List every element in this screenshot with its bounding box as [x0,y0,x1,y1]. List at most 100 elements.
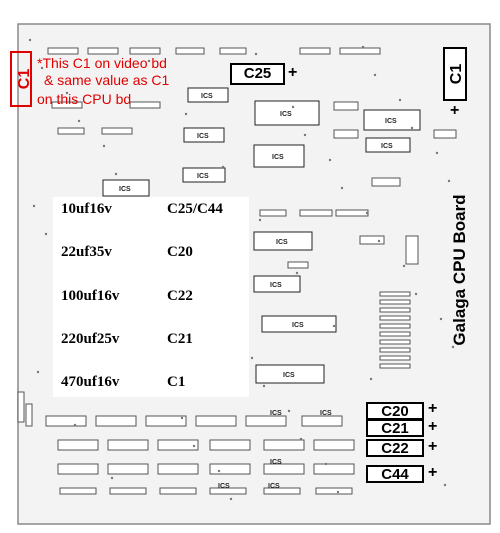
pad [299,437,303,441]
cap-c22-plus: + [428,438,438,455]
pad [184,112,188,116]
ic-chip-label: ICS [276,239,288,246]
ic-chip [183,127,225,143]
ic-chip-label: ICS [268,483,280,490]
pad [435,151,439,155]
cap-c44-box: C44 [366,465,424,483]
ic-chip [255,364,325,384]
pad [295,271,299,275]
small-part [209,439,251,451]
cap-c21-label: C21 [381,420,409,437]
small-part [299,209,333,217]
ic-chip-label: ICS [197,173,209,180]
pad [114,172,118,176]
small-part [145,415,187,427]
pad [258,218,262,222]
small-part [287,261,309,269]
ic-chip-label: ICS [381,143,393,150]
small-part [219,47,247,55]
small-part [379,331,411,337]
cap-c20-label: C20 [381,403,409,420]
pad [451,345,455,349]
small-part [25,403,33,427]
cap-c1-plus: + [450,102,460,119]
pad [373,73,377,77]
cap-c25-plus: + [288,64,298,81]
small-part [101,127,133,135]
small-part [17,391,25,423]
small-part [379,347,411,353]
small-part [195,415,237,427]
small-part [59,487,97,495]
pad [102,144,106,148]
small-part [129,101,161,109]
pad [217,469,221,473]
cap-c21-box: C21 [366,419,424,437]
ic-chip-label: ICS [201,93,213,100]
pad [414,292,418,296]
pad [262,384,266,388]
legend-refs: C22 [167,288,193,304]
legend-refs: C25/C44 [167,201,223,217]
ic-chip-label: ICS [270,282,282,289]
legend-value: 220uf25v [61,331,120,347]
pad [443,483,447,487]
small-part [333,101,359,111]
note-c1-label: C1 [16,68,33,90]
pad [40,66,44,70]
pad [291,105,295,109]
pad [28,38,32,42]
small-part [379,307,411,313]
pad [361,45,365,49]
small-part [379,355,411,361]
traces-layer [28,38,455,501]
cap-c22-label: C22 [381,440,409,457]
small-part [433,129,457,139]
ic-chip [253,275,301,293]
small-part [263,487,301,495]
note-c1-box: C1 [10,51,33,107]
cap-c44-plus: + [428,464,438,481]
ic-chip-label: ICS [385,118,397,125]
pad [221,165,225,169]
small-part [47,47,79,55]
small-part [159,487,197,495]
pad [250,356,254,360]
small-part [175,47,205,55]
small-part [109,487,147,495]
ic-chip-label: ICS [270,410,282,417]
note-line-2: & same value as C1 [44,72,170,88]
small-part [313,463,355,475]
legend-refs: C21 [167,331,193,347]
pad [377,239,381,243]
small-part [263,463,305,475]
board-title: Galaga CPU Board [450,194,469,346]
ic-chip-label: ICS [292,322,304,329]
pad [410,126,414,130]
cap-c44-label: C44 [381,466,409,483]
small-part [379,339,411,345]
small-part [87,47,119,55]
small-part [299,47,331,55]
pad [402,264,406,268]
note-line-3: on this CPU bd [37,91,132,107]
small-part [57,463,99,475]
small-part [51,101,83,109]
small-part [157,463,199,475]
small-part [107,439,149,451]
legend-value: 22uf35v [61,244,112,260]
legend-value: 10uf16v [61,201,112,217]
cap-c20-plus: + [428,400,438,417]
small-part [379,323,411,329]
small-part [379,315,411,321]
pad [147,59,151,63]
pad [369,377,373,381]
pad [65,91,69,95]
ic-chip [253,231,313,251]
ic-chip-label: ICS [270,459,282,466]
small-part [45,415,87,427]
small-part [379,291,411,297]
small-part [209,487,247,495]
